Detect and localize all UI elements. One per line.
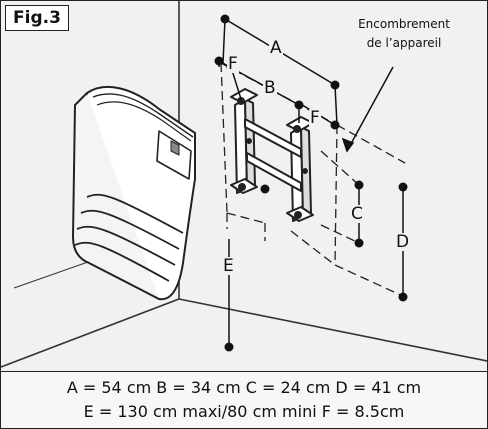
installation-drawing [1,1,487,368]
dimension-label-e: E [222,256,235,276]
dimension-label-c: C [350,204,364,224]
dimension-label-f-right: F [309,108,321,128]
dimension-label-d: D [395,232,411,252]
radiator-illustration [72,86,196,301]
callout-leader [341,66,394,153]
legend-line-2: E = 130 cm maxi/80 cm mini F = 8.5cm [83,402,405,421]
dimension-callout: Encombrement de l’appareil [338,15,470,53]
dimension-label-a: A [269,38,283,58]
callout-line-2: de l’appareil [366,36,442,50]
legend-line-1: A = 54 cm B = 34 cm C = 24 cm D = 41 cm [66,378,422,397]
figure-label: Fig.3 [5,5,69,31]
wall-bracket [230,88,314,222]
callout-line-1: Encombrement [358,17,450,31]
dimension-label-b: B [263,78,277,98]
dimension-legend: A = 54 cm B = 34 cm C = 24 cm D = 41 cm … [1,371,487,428]
dimension-label-f-left: F [227,54,239,74]
